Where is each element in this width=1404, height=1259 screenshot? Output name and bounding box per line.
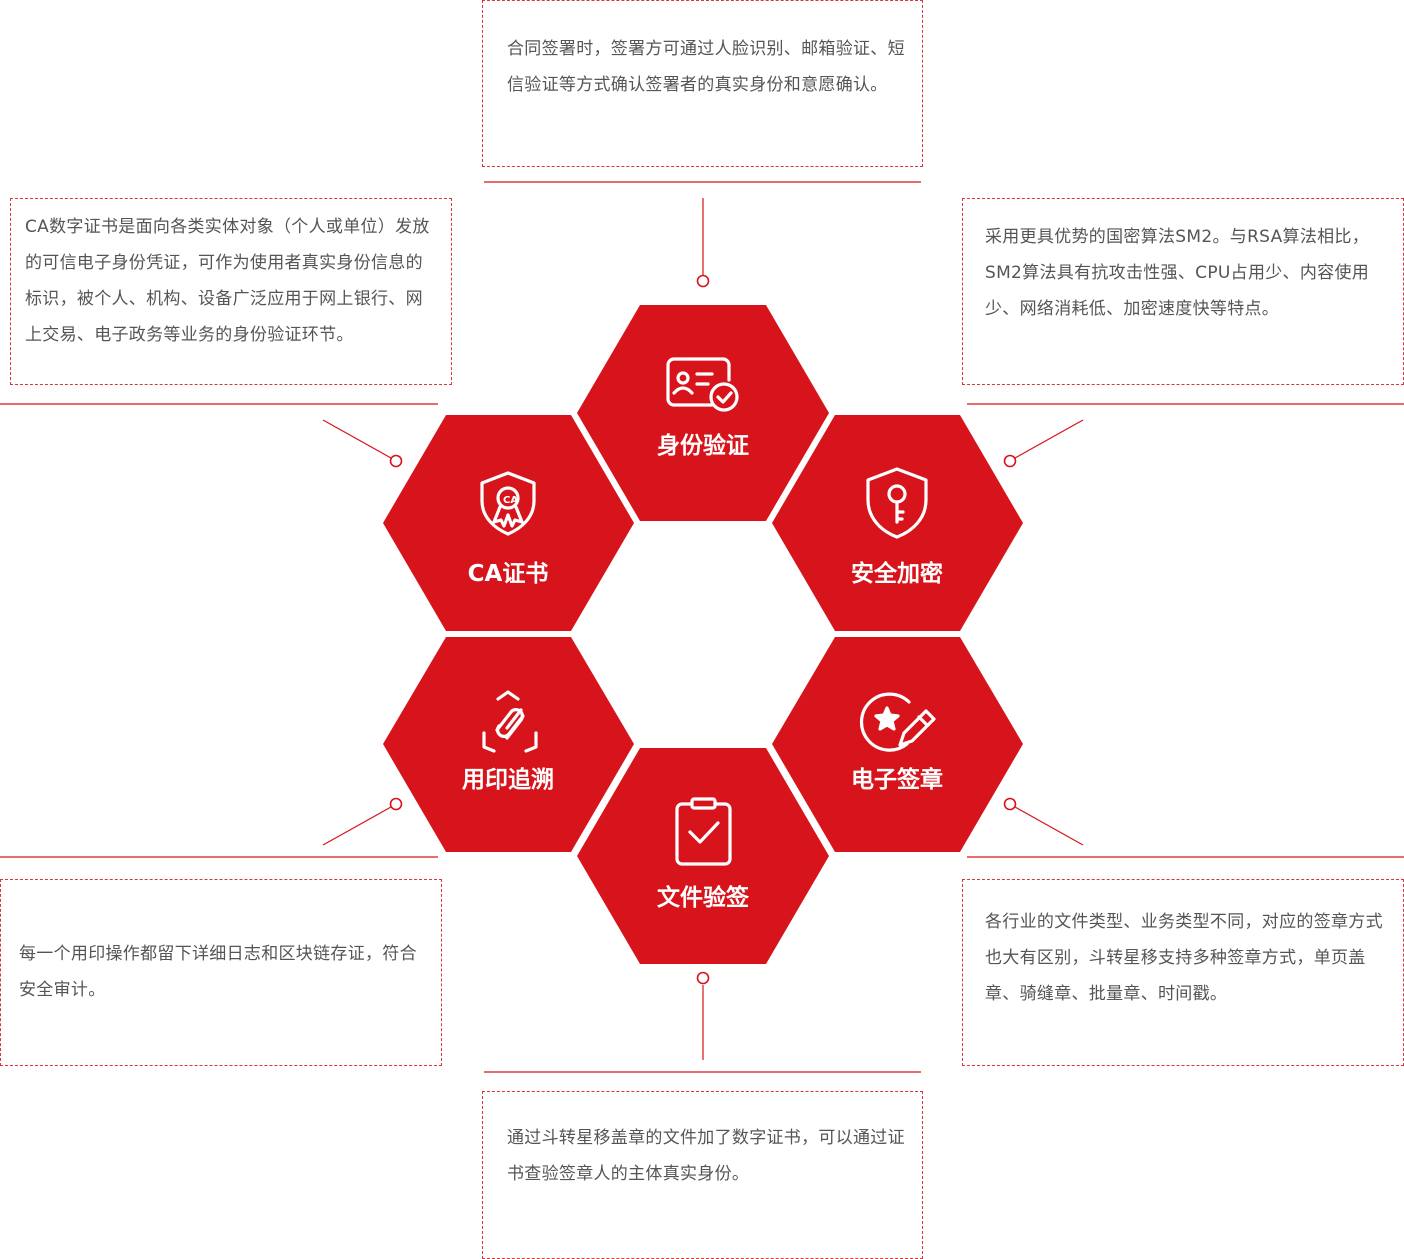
label-ca: CA证书 — [468, 561, 549, 587]
hexagon-identity — [577, 305, 829, 521]
file-description: 通过斗转星移盖章的文件加了数字证书，可以通过证书查验签章人的主体真实身份。 — [507, 1128, 905, 1184]
encryption-description: 采用更具优势的国密算法SM2。与RSA算法相比，SM2算法具有抗攻击性强、CPU… — [985, 227, 1370, 319]
ca-shield-icon — [480, 471, 536, 536]
star-seal-pen-icon — [859, 692, 936, 752]
identity-description: 合同签署时，签署方可通过人脸识别、邮箱验证、短信验证等方式确认签署者的真实身份和… — [507, 39, 905, 95]
connector-dot-encryption — [1003, 454, 1017, 468]
ca-shield-icon-letters: CA — [503, 495, 518, 506]
connector-dot-ca — [389, 454, 403, 468]
tracing-description: 每一个用印操作都留下详细日志和区块链存证，符合安全审计。 — [19, 944, 417, 1000]
hexagon-file — [577, 748, 829, 964]
connector-tracing — [322, 806, 392, 846]
connector-esign — [1014, 806, 1084, 846]
esign-description: 各行业的文件类型、业务类型不同，对应的签章方式也大有区别，斗转星移支持多种签章方… — [985, 912, 1383, 1004]
connector-dot-esign — [1003, 797, 1017, 811]
connector-dot-identity — [696, 274, 710, 288]
ca-description: CA数字证书是面向各类实体对象（个人或单位）发放的可信电子身份凭证，可作为使用者… — [25, 217, 430, 345]
label-esign: 电子签章 — [851, 766, 943, 793]
file-description-box: 通过斗转星移盖章的文件加了数字证书，可以通过证书查验签章人的主体真实身份。 — [482, 1091, 923, 1259]
hexagon-esign — [772, 637, 1023, 852]
connector-dot-file — [696, 971, 710, 985]
hexagon-tracing — [383, 637, 634, 852]
identity-description-box: 合同签署时，签署方可通过人脸识别、邮箱验证、短信验证等方式确认签署者的真实身份和… — [482, 0, 923, 167]
label-identity: 身份验证 — [657, 432, 749, 459]
connector-encryption — [1014, 419, 1084, 459]
label-tracing: 用印追溯 — [462, 766, 554, 793]
label-encryption: 安全加密 — [851, 560, 943, 587]
label-file: 文件验签 — [657, 884, 750, 911]
connector-dot-tracing — [389, 797, 403, 811]
tracing-description-box: 每一个用印操作都留下详细日志和区块链存证，符合安全审计。 — [0, 879, 442, 1066]
encryption-description-box: 采用更具优势的国密算法SM2。与RSA算法相比，SM2算法具有抗攻击性强、CPU… — [962, 198, 1404, 385]
ca-description-box: CA数字证书是面向各类实体对象（个人或单位）发放的可信电子身份凭证，可作为使用者… — [10, 198, 452, 385]
hexagon-ca — [383, 415, 634, 631]
esign-description-box: 各行业的文件类型、业务类型不同，对应的签章方式也大有区别，斗转星移支持多种签章方… — [962, 879, 1404, 1066]
link-scan-icon — [482, 690, 538, 753]
connector-ca — [322, 419, 392, 459]
clipboard-check-icon — [675, 797, 732, 866]
key-shield-icon — [866, 467, 928, 539]
id-card-check-icon — [666, 357, 739, 412]
